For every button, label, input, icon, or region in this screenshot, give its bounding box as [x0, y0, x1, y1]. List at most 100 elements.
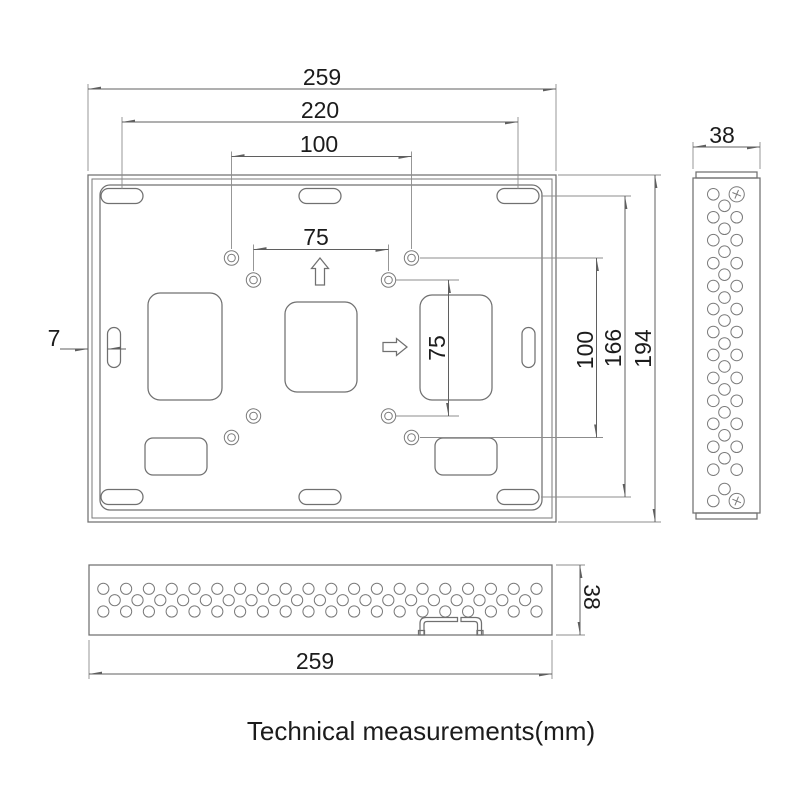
vesa100-hole — [223, 429, 240, 446]
perforation-hole — [439, 582, 452, 595]
cutout-right — [419, 294, 493, 401]
perforation-hole — [730, 210, 744, 224]
perforation-hole — [348, 582, 361, 595]
vesa75-hole — [380, 272, 397, 288]
perforation-hole — [188, 605, 201, 618]
slot-mid-right — [521, 326, 536, 369]
perforation-hole — [730, 371, 744, 385]
vesa75-hole — [380, 408, 397, 424]
perforation-hole — [718, 482, 731, 496]
perforation-hole — [165, 605, 178, 618]
vesa100-hole — [407, 433, 416, 442]
perforation-hole — [507, 605, 520, 618]
perforation-hole — [507, 582, 520, 595]
dim-vesa-width-label: 100 — [300, 131, 338, 157]
perforation-hole — [234, 582, 247, 595]
perforation-hole — [222, 594, 235, 607]
screw-head — [728, 186, 745, 203]
perforation-hole — [211, 605, 224, 618]
dim-overall-width: 259 — [87, 64, 557, 171]
perforation-hole — [718, 268, 731, 281]
dim-overall-height: 194 — [558, 174, 661, 523]
vesa75-hole — [384, 411, 393, 421]
bottom-view — [88, 564, 553, 636]
bottom-body — [88, 564, 553, 636]
perforation-hole — [256, 605, 269, 618]
side-perforation-pattern — [707, 188, 744, 508]
perforation-hole — [131, 594, 144, 607]
perforation-hole — [188, 582, 201, 595]
dim-vesa-inner-height: 75 — [396, 279, 459, 417]
perforation-hole — [393, 605, 406, 618]
slot-bottom-left — [100, 488, 144, 506]
perforation-hole — [268, 594, 281, 607]
perforation-hole — [707, 348, 720, 362]
perforation-hole — [530, 582, 543, 595]
mounting-slots — [100, 187, 540, 506]
perforation-hole — [462, 582, 475, 595]
dim-bottom-width: 259 — [88, 640, 553, 679]
perforation-hole — [707, 302, 720, 316]
cutout-small-right — [434, 437, 498, 476]
perforation-hole — [707, 440, 720, 454]
dim-vesa-inner-width-label: 75 — [303, 224, 329, 250]
dim-vesa-height: 100 — [420, 257, 603, 438]
perforation-hole — [707, 279, 720, 293]
perforation-hole — [496, 594, 509, 607]
perforation-hole — [707, 463, 720, 477]
dim-vesa-inner-width: 75 — [253, 224, 389, 271]
vesa-screw-holes — [223, 250, 420, 446]
perforation-hole — [416, 605, 429, 618]
perforation-hole — [382, 594, 395, 607]
perforation-hole — [325, 605, 338, 618]
vesa100-hole — [227, 433, 236, 442]
perforation-hole — [302, 605, 315, 618]
dim-bottom-depth: 38 — [556, 564, 605, 636]
dim-side-depth-label: 38 — [709, 122, 735, 148]
vesa75-hole — [245, 408, 262, 424]
dim-slot-spacing-label: 220 — [301, 97, 339, 123]
screw-icon — [728, 186, 745, 203]
perforation-hole — [416, 582, 429, 595]
perforation-hole — [707, 325, 720, 339]
perforation-hole — [393, 582, 406, 595]
perforation-hole — [165, 582, 178, 595]
vesa100-hole — [403, 429, 420, 446]
cutout-center — [284, 301, 358, 393]
vesa75-hole — [249, 275, 258, 285]
perforation-hole — [154, 594, 167, 607]
perforation-hole — [405, 594, 418, 607]
perforation-hole — [234, 605, 247, 618]
perforation-hole — [97, 605, 110, 618]
perforation-hole — [718, 222, 731, 236]
cable-clip — [417, 616, 484, 636]
perforation-hole — [718, 314, 731, 327]
slot-mid-left — [106, 326, 122, 369]
vesa75-hole — [249, 411, 258, 421]
slot-top-center — [298, 187, 342, 205]
perforation-hole — [730, 348, 744, 362]
screw-slot — [734, 496, 739, 506]
perforation-hole — [359, 594, 372, 607]
cutout-small-left — [144, 437, 208, 476]
side-top-cap — [695, 171, 758, 179]
perforation-hole — [348, 605, 361, 618]
dim-side-depth: 38 — [692, 122, 761, 169]
perforation-hole — [730, 325, 744, 339]
dim-vesa-height-label: 100 — [572, 331, 598, 369]
perforation-hole — [730, 394, 744, 408]
side-view — [692, 171, 761, 520]
perforation-hole — [530, 605, 543, 618]
plate-inner-recess — [99, 184, 543, 511]
cutouts — [144, 292, 498, 476]
perforation-hole — [462, 605, 475, 618]
perforation-hole — [370, 605, 383, 618]
slot-top-left — [100, 187, 144, 205]
dim-slot-vertical-spacing: 166 — [541, 195, 631, 498]
perforation-hole — [370, 582, 383, 595]
dim-bottom-depth-label: 38 — [579, 584, 605, 610]
vesa75-hole — [384, 275, 393, 285]
perforation-hole — [718, 406, 731, 419]
right-arrow-icon — [382, 337, 408, 357]
perforation-hole — [97, 582, 110, 595]
